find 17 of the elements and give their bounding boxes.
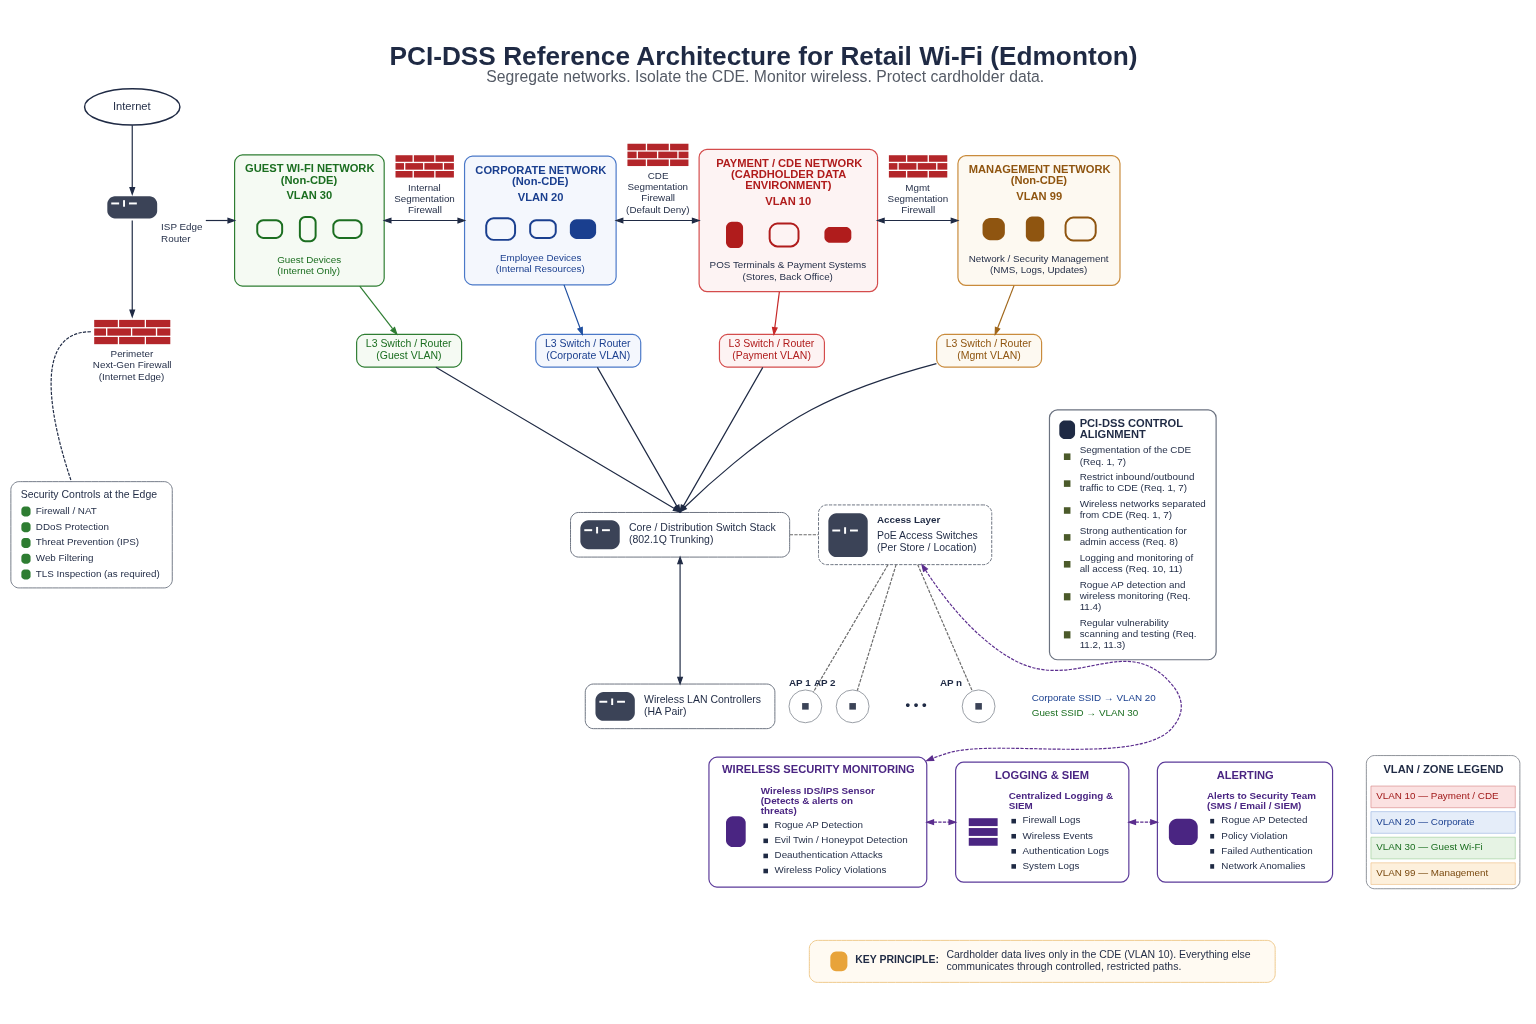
legend-label: VLAN 30 — Guest Wi-Fi xyxy=(1376,841,1483,853)
legend-label: VLAN 99 — Management xyxy=(1376,866,1489,878)
edge-label: Internal Segmentation Firewall xyxy=(394,181,455,215)
node-label: ISP Edge Router xyxy=(161,221,203,244)
node-label: Perimeter Next-Gen Firewall (Internet Edge) xyxy=(92,348,172,382)
edge-label: Mgmt Segmentation Firewall xyxy=(887,181,949,215)
node-label: AP 1 xyxy=(788,677,811,689)
legend-label: VLAN 10 — Payment / CDE xyxy=(1376,790,1499,802)
label: Guest SSID → VLAN 30 xyxy=(1031,707,1139,719)
label: • • • xyxy=(905,696,927,712)
label: Corporate SSID → VLAN 20 xyxy=(1031,692,1156,704)
label: VLAN / ZONE LEGEND xyxy=(1383,763,1504,776)
node-label: AP n xyxy=(939,677,963,689)
diagram-title: PCI-DSS Reference Architecture for Retail Wi-Fi (Edmonton) xyxy=(389,40,1138,71)
legend-label: VLAN 20 — Corporate xyxy=(1376,815,1475,827)
edge-label: CDE Segmentation Firewall (Default Deny) xyxy=(626,170,690,215)
node-label: AP 2 xyxy=(813,677,836,689)
